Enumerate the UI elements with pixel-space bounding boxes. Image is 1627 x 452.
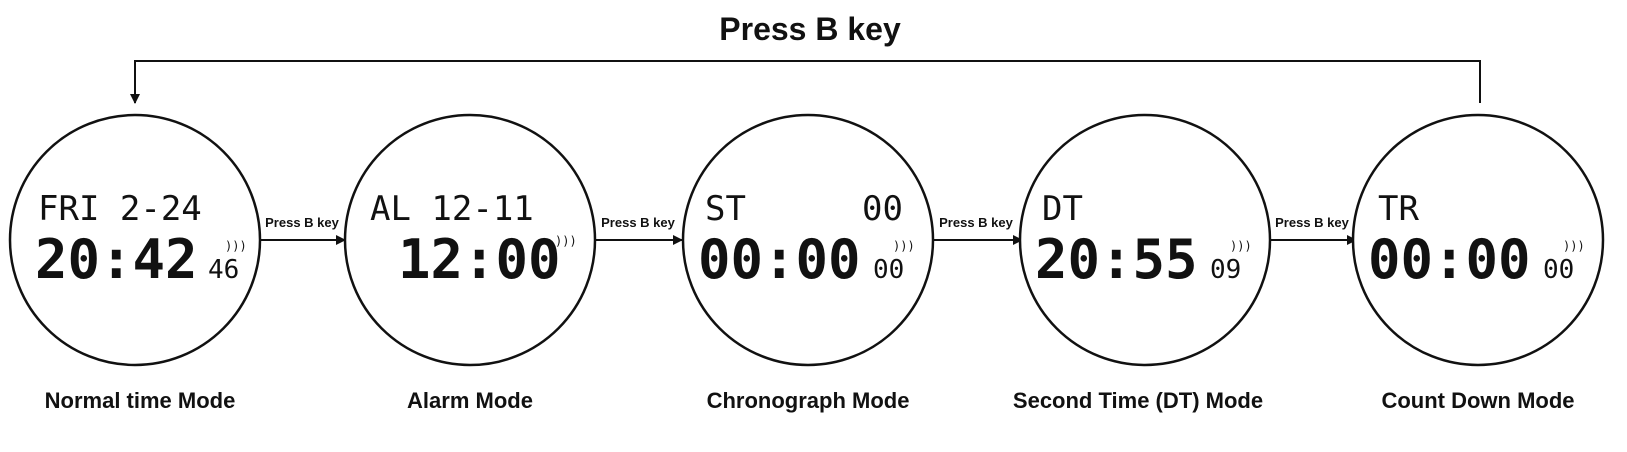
watch-face [1018,113,1272,367]
watch-line1-left: AL 12-11 [370,189,534,229]
signal-icon: ))) [893,239,915,253]
return-loop-arrow [130,60,1481,104]
transition-arrow-3: Press B key [930,215,1023,245]
watch-time: 12:00 [398,228,561,291]
signal-icon: ))) [225,239,247,253]
watch-time: 00:00 [1368,228,1531,291]
watch-face [681,113,935,367]
transition-arrow-1: Press B key [260,215,346,245]
watch-time: 20:42 [35,228,198,291]
signal-icon: ))) [1230,239,1252,253]
watch-seconds: 09 [1210,255,1241,285]
watch-line1-left: ST [705,189,746,229]
watch-face [8,113,262,367]
top-press-b-label: Press B key [719,11,901,47]
mode-label: Count Down Mode [1381,388,1574,413]
signal-icon: ))) [1563,239,1585,253]
arrow-label: Press B key [1275,215,1349,230]
arrow-label: Press B key [601,215,675,230]
watch-line1-left: DT [1042,189,1083,229]
watch-face [343,113,597,367]
watch-seconds: 00 [873,255,904,285]
mode-label: Second Time (DT) Mode [1013,388,1263,413]
mode-label: Normal time Mode [45,388,236,413]
arrow-label: Press B key [265,215,339,230]
mode-label: Chronograph Mode [707,388,910,413]
watch-second-time: DT 20:55 09 ))) Second Time (DT) Mode [1013,113,1272,413]
watch-line1-left: FRI 2-24 [38,189,202,229]
transition-arrow-2: Press B key [595,215,683,245]
watch-chronograph: ST 00 00:00 00 ))) Chronograph Mode [681,113,935,413]
watch-seconds: 00 [1543,255,1574,285]
watch-normal-time: FRI 2-24 20:42 46 ))) Normal time Mode [8,113,262,413]
signal-icon: ))) [555,234,577,248]
watch-count-down: TR 00:00 00 ))) Count Down Mode [1351,113,1605,413]
watch-time: 00:00 [698,228,861,291]
watch-time: 20:55 [1035,228,1198,291]
watch-line1-right: 00 [862,189,903,229]
transition-arrow-4: Press B key [1266,215,1357,245]
watch-alarm: AL 12-11 12:00 ))) Alarm Mode [343,113,597,413]
arrow-label: Press B key [939,215,1013,230]
watch-line1-left: TR [1378,189,1419,229]
mode-label: Alarm Mode [407,388,533,413]
watch-face [1351,113,1605,367]
watch-seconds: 46 [208,255,239,285]
